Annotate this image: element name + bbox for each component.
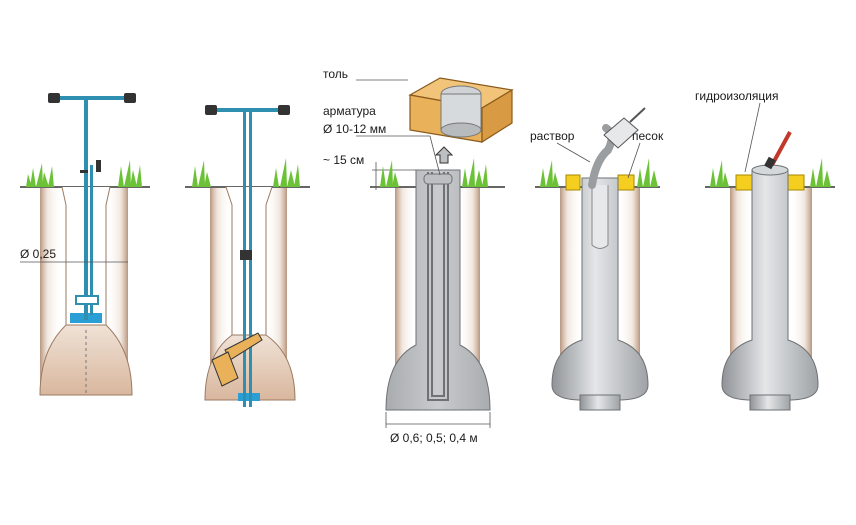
label-tol: толь [323,67,348,81]
brush [764,131,792,170]
label-armatura-size: Ø 10-12 мм [323,122,386,136]
grass-left [26,163,54,187]
stage-4-pouring: раствор песок [530,107,664,411]
label-base-diameters: Ø 0,6; 0,5; 0,4 м [390,431,478,445]
widening-tool [205,105,290,407]
tar-paper-formwork [408,77,514,144]
trowel [603,107,646,149]
auger-tool [48,93,136,320]
stage-1-drilling: Ø 0,25 [20,93,150,396]
rebar [427,172,449,401]
stage-3-reinforcement: толь арматура Ø 10-12 мм ~ 15 см Ø 0,6; … [323,67,514,445]
grass-right [118,160,142,187]
label-armatura: арматура [323,104,376,118]
stage-5-waterproofing: гидроизоляция [695,89,835,411]
label-rastvor: раствор [530,129,575,143]
label-gidroizolyatsiya: гидроизоляция [695,89,778,103]
label-depth-15: ~ 15 см [323,153,364,167]
label-hole-diameter: Ø 0,25 [20,247,56,261]
label-pesok: песок [632,129,664,143]
pile-with-rebar [385,169,491,411]
stage-2-widening [185,105,310,407]
